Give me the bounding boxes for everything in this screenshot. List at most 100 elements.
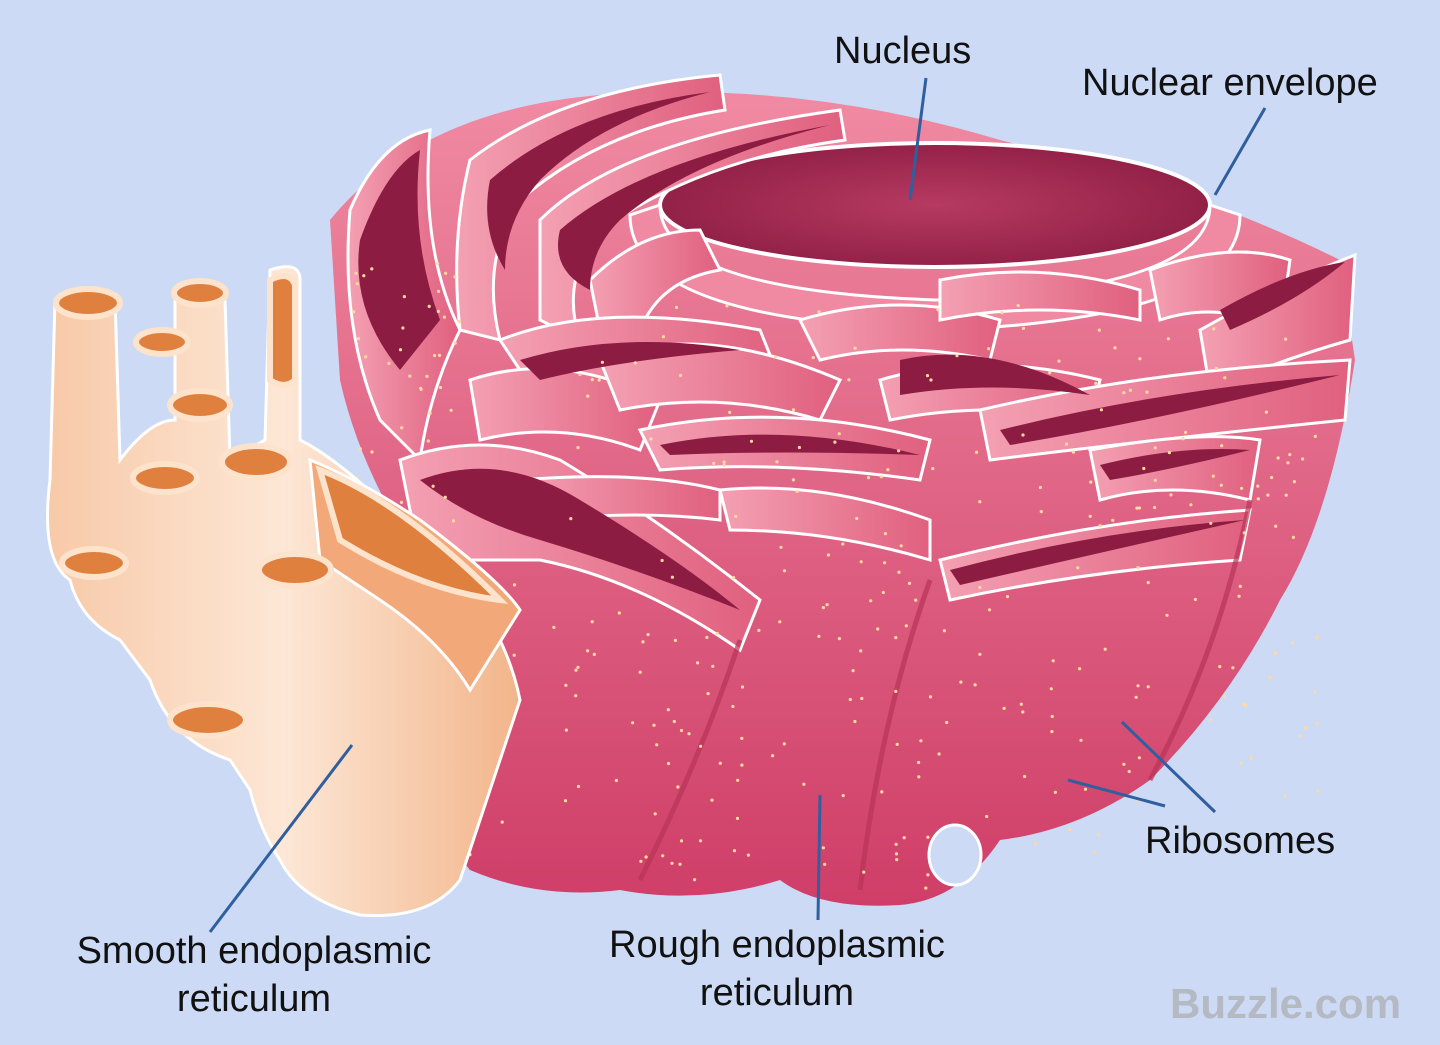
ribosome-dot [817, 634, 821, 639]
ribosome-dot [660, 558, 664, 563]
ribosome-dot [837, 637, 842, 641]
ribosome-dot [592, 652, 596, 657]
ribosome-dot [631, 721, 635, 725]
ribosome-dot [899, 544, 903, 548]
ribosome-dot [722, 463, 726, 467]
ribosome-dot [576, 665, 580, 669]
ribosome-dot [1122, 391, 1126, 395]
ribosome-dot [699, 744, 703, 748]
ribosome-dot [1089, 480, 1093, 484]
ribosome-dot [1222, 694, 1226, 698]
ribosome-dot [398, 348, 403, 352]
ribosome-dots [348, 261, 1320, 890]
ribosome-dot [917, 775, 921, 779]
ribosome-dot [1083, 787, 1088, 791]
ribosome-dot [1274, 524, 1278, 528]
ribosome-dot [853, 346, 857, 350]
ribosome-dot [841, 542, 845, 546]
ribosome-dot [600, 360, 605, 364]
ribosome-dot [879, 475, 883, 479]
ribosome-dot [673, 638, 678, 643]
ribosome-dot [1249, 756, 1253, 761]
ribosome-dot [904, 624, 908, 628]
ribosome-dot [644, 855, 648, 859]
ribosome-dot [1021, 433, 1025, 437]
ribosome-dot [362, 274, 366, 278]
ribosome-dot [426, 439, 430, 443]
ribosome-dot [802, 782, 806, 786]
ribosome-dot [1219, 483, 1223, 487]
ribosome-dot [987, 347, 991, 351]
ribosome-dot [1268, 675, 1272, 680]
ribosome-dot [679, 728, 684, 733]
ribosome-dot [437, 353, 442, 357]
ribosome-dot [679, 373, 683, 377]
ribosome-dot [355, 282, 359, 286]
ribosome-dot [574, 668, 578, 672]
ribosome-dot [866, 476, 871, 480]
ribosome-dot [907, 581, 912, 586]
ribosome-dot [1284, 337, 1288, 341]
ribosome-dot [795, 489, 799, 493]
ribosome-dot [924, 886, 928, 890]
ribosome-dot [586, 649, 590, 653]
ribosome-dot [894, 852, 899, 856]
ribosome-dot [862, 870, 866, 874]
ribosome-dot [1167, 451, 1171, 455]
ribosome-dot [1142, 466, 1146, 471]
ribosome-dot [851, 669, 855, 673]
ribosome-dot [937, 752, 941, 756]
ribosome-dot [1301, 457, 1305, 461]
ribosome-dot [1005, 595, 1010, 599]
ribosome-dot [1292, 480, 1296, 484]
ribosome-dot [855, 516, 859, 521]
ribosome-dot [1169, 493, 1173, 497]
ribosome-dot [1023, 774, 1027, 779]
ribosome-dot [791, 478, 796, 482]
ribosome-dot [746, 853, 751, 857]
ribosome-dot [1002, 706, 1006, 711]
rough-er-label-line2: reticulum [699, 971, 855, 1014]
ribosome-dot [1057, 359, 1061, 363]
ribosome-dot [358, 447, 362, 451]
ribosome-dot [775, 460, 779, 464]
ribosome-dot [732, 849, 737, 853]
nuclear-envelope-label: Nuclear envelope [1082, 62, 1378, 104]
ribosome-dot [860, 696, 864, 701]
ribosome-dot [1048, 371, 1052, 375]
ribosome-dot [1276, 456, 1280, 460]
ribosome-dot [728, 410, 732, 414]
ribosome-dot [779, 545, 783, 549]
ribosome-dot [881, 590, 885, 595]
ribosome-dot [1113, 346, 1117, 350]
ribosome-dot [985, 814, 989, 819]
ribosome-dot [1193, 597, 1197, 602]
nucleus-shape [628, 141, 1242, 332]
ribosome-dot [1214, 366, 1219, 371]
ribosome-dot [453, 275, 457, 279]
ribosome-dot [419, 386, 423, 390]
ribosome-dot [578, 372, 582, 377]
ribosome-dot [853, 719, 857, 724]
ribosome-dot [1181, 437, 1185, 441]
ribosome-dot [1076, 566, 1080, 570]
ribosome-dot [617, 611, 621, 615]
ribosomes-label: Ribosomes [1145, 820, 1336, 862]
ribosome-dot [919, 739, 923, 743]
ribosome-dot [352, 310, 356, 314]
rough-er-label-line1: Rough endoplasmic [609, 924, 945, 966]
ribosome-dot [399, 500, 404, 504]
ribosome-dot [959, 680, 963, 684]
ribosome-dot [1242, 531, 1246, 535]
smooth-er-label: Smooth endoplasmic reticulum [46, 928, 462, 1023]
ribosome-dot [1240, 486, 1244, 490]
smooth-er-openings [53, 273, 509, 739]
ribosome-dot [718, 761, 722, 765]
ribosome-dot [638, 670, 642, 674]
ribosome-dot [586, 394, 590, 398]
ribosome-dot [791, 408, 796, 412]
ribosome-dot [736, 778, 740, 782]
ribosome-dot [443, 495, 447, 499]
ribosome-dot [902, 836, 906, 840]
ribosome-dot [847, 378, 851, 382]
